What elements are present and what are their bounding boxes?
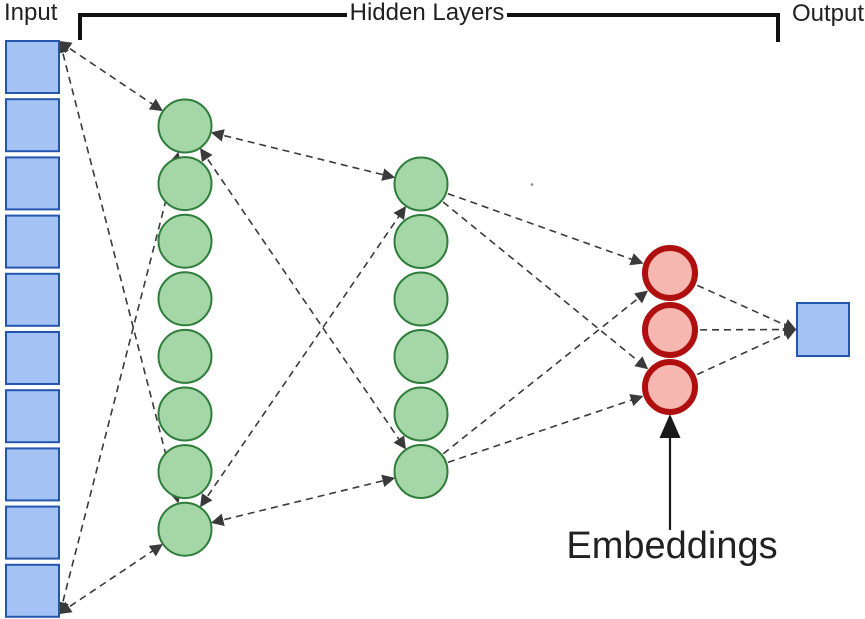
connection-line bbox=[56, 40, 182, 504]
connection-line bbox=[697, 284, 797, 331]
hidden-layer-2-node bbox=[393, 329, 449, 384]
connection-line bbox=[58, 40, 163, 112]
hidden-layer-2-node bbox=[393, 444, 449, 499]
hidden-layer-2-node bbox=[393, 271, 449, 327]
hidden-layer-1-node bbox=[157, 444, 213, 500]
hidden-layer-1-node bbox=[157, 213, 213, 269]
input-node bbox=[5, 40, 60, 94]
connection-line bbox=[200, 205, 406, 508]
embedding-node bbox=[642, 359, 698, 415]
connection-line bbox=[442, 201, 649, 370]
hidden-layer-1-node bbox=[157, 156, 213, 212]
hidden-layer-2-node bbox=[393, 386, 449, 442]
input-node bbox=[5, 156, 60, 211]
hidden-layer-1-node bbox=[157, 386, 213, 442]
input-node bbox=[5, 98, 60, 153]
input-node bbox=[5, 272, 60, 327]
stray-mark bbox=[530, 183, 534, 186]
embeddings-label: Embeddings bbox=[566, 525, 778, 567]
input-node bbox=[5, 389, 60, 444]
connection-line bbox=[447, 192, 644, 266]
input-node bbox=[5, 563, 60, 618]
embedding-node bbox=[642, 302, 698, 358]
hidden-layers-label: Hidden Layers bbox=[349, 0, 505, 26]
connection-line bbox=[447, 394, 644, 464]
connection-line bbox=[58, 544, 163, 615]
hidden-layer-2-node bbox=[393, 156, 449, 212]
input-node bbox=[5, 505, 60, 560]
hidden-layer-1-node bbox=[157, 328, 213, 384]
embeddings-arrow-head bbox=[659, 414, 681, 438]
hidden-layer-1-node bbox=[157, 271, 213, 327]
input-node bbox=[5, 331, 60, 385]
connection-line bbox=[56, 151, 182, 615]
hidden-layers-bracket-right bbox=[507, 13, 780, 42]
embedding-node bbox=[642, 245, 698, 301]
output-label: Output bbox=[792, 0, 865, 27]
connection-line bbox=[210, 129, 396, 181]
input-node bbox=[5, 447, 60, 502]
input-node bbox=[5, 214, 60, 269]
hidden-layers-bracket-left bbox=[78, 13, 347, 40]
connection-line bbox=[199, 147, 407, 450]
connection-line bbox=[442, 290, 649, 455]
hidden-layer-1-node bbox=[157, 501, 213, 557]
output-node bbox=[796, 302, 850, 357]
hidden-layer-1-node bbox=[157, 98, 213, 154]
input-label: Input bbox=[4, 0, 58, 26]
hidden-layer-2-node bbox=[393, 214, 449, 269]
connection-line bbox=[696, 328, 797, 376]
connection-line bbox=[210, 474, 396, 527]
